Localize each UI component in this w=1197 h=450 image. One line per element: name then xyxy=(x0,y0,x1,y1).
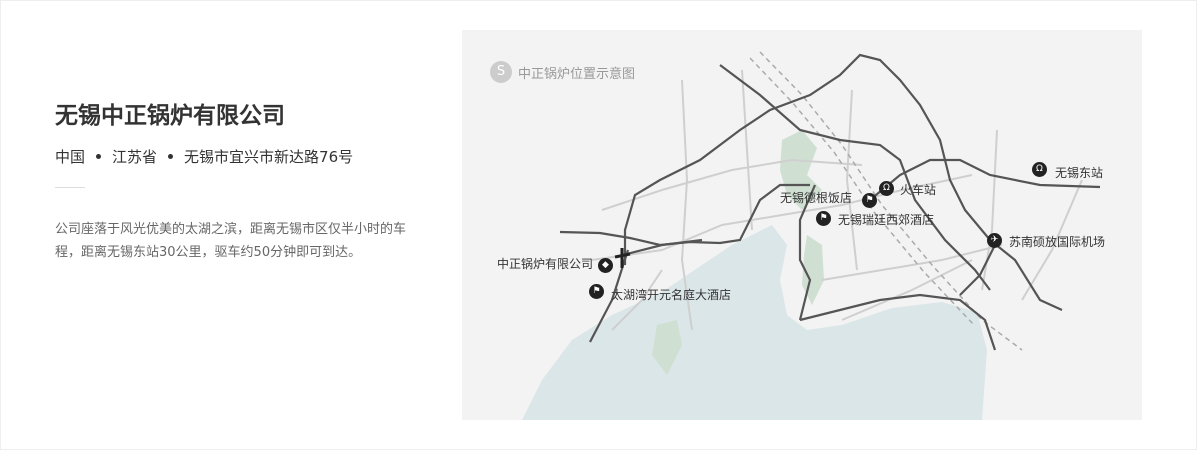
divider xyxy=(55,187,85,188)
company-address: 中国 江苏省 无锡市宜兴市新达路76号 xyxy=(55,146,415,167)
company-name: 无锡中正锅炉有限公司 xyxy=(55,103,285,129)
company-logo-icon: S xyxy=(490,61,512,83)
company-description: 公司座落于风光优美的太湖之滨，距离无锡市区仅半小时的车程，距离无锡东站30公里，… xyxy=(55,222,407,260)
hotel-icon[interactable]: ⚑ xyxy=(589,284,604,299)
place-label: 火车站 xyxy=(900,183,937,197)
separator-dot xyxy=(168,154,174,159)
place-label: 中正锅炉有限公司 xyxy=(497,257,594,271)
hotel-icon[interactable]: ⚑ xyxy=(816,211,831,226)
green-area xyxy=(780,130,822,210)
map-title: S 中正锅炉位置示意图 xyxy=(490,61,635,83)
address-street: 无锡市宜兴市新达路76号 xyxy=(184,148,354,166)
hotel-icon[interactable]: ⚑ xyxy=(862,193,877,208)
taihu-lake xyxy=(522,225,987,420)
company-location-cross xyxy=(614,248,631,268)
green-area xyxy=(652,320,682,375)
address-country: 中国 xyxy=(55,148,86,166)
place-label: 无锡德根饭店 xyxy=(780,191,853,205)
place-label: 无锡东站 xyxy=(1055,166,1104,180)
place-label: 太湖湾开元名庭大酒店 xyxy=(611,288,732,302)
address-province: 江苏省 xyxy=(112,148,158,166)
location-map[interactable]: S 中正锅炉位置示意图 中正锅炉有限公司 ◆ ⚑ 太湖湾开元名庭大酒店 无锡德根… xyxy=(462,30,1142,420)
company-info: 无锡中正锅炉有限公司 中国 江苏省 无锡市宜兴市新达路76号 公司座落于风光优美… xyxy=(55,100,415,264)
train-icon[interactable]: Ω xyxy=(879,181,894,196)
place-label: 苏南硕放国际机场 xyxy=(1009,235,1106,249)
train-icon[interactable]: Ω xyxy=(1032,162,1047,177)
airplane-icon[interactable]: ✈ xyxy=(987,233,1002,248)
place-label: 无锡瑞廷西郊酒店 xyxy=(838,213,935,227)
separator-dot xyxy=(96,154,102,159)
map-title-text: 中正锅炉位置示意图 xyxy=(518,66,636,82)
company-icon[interactable]: ◆ xyxy=(598,258,613,273)
map-graphic xyxy=(522,51,1101,420)
